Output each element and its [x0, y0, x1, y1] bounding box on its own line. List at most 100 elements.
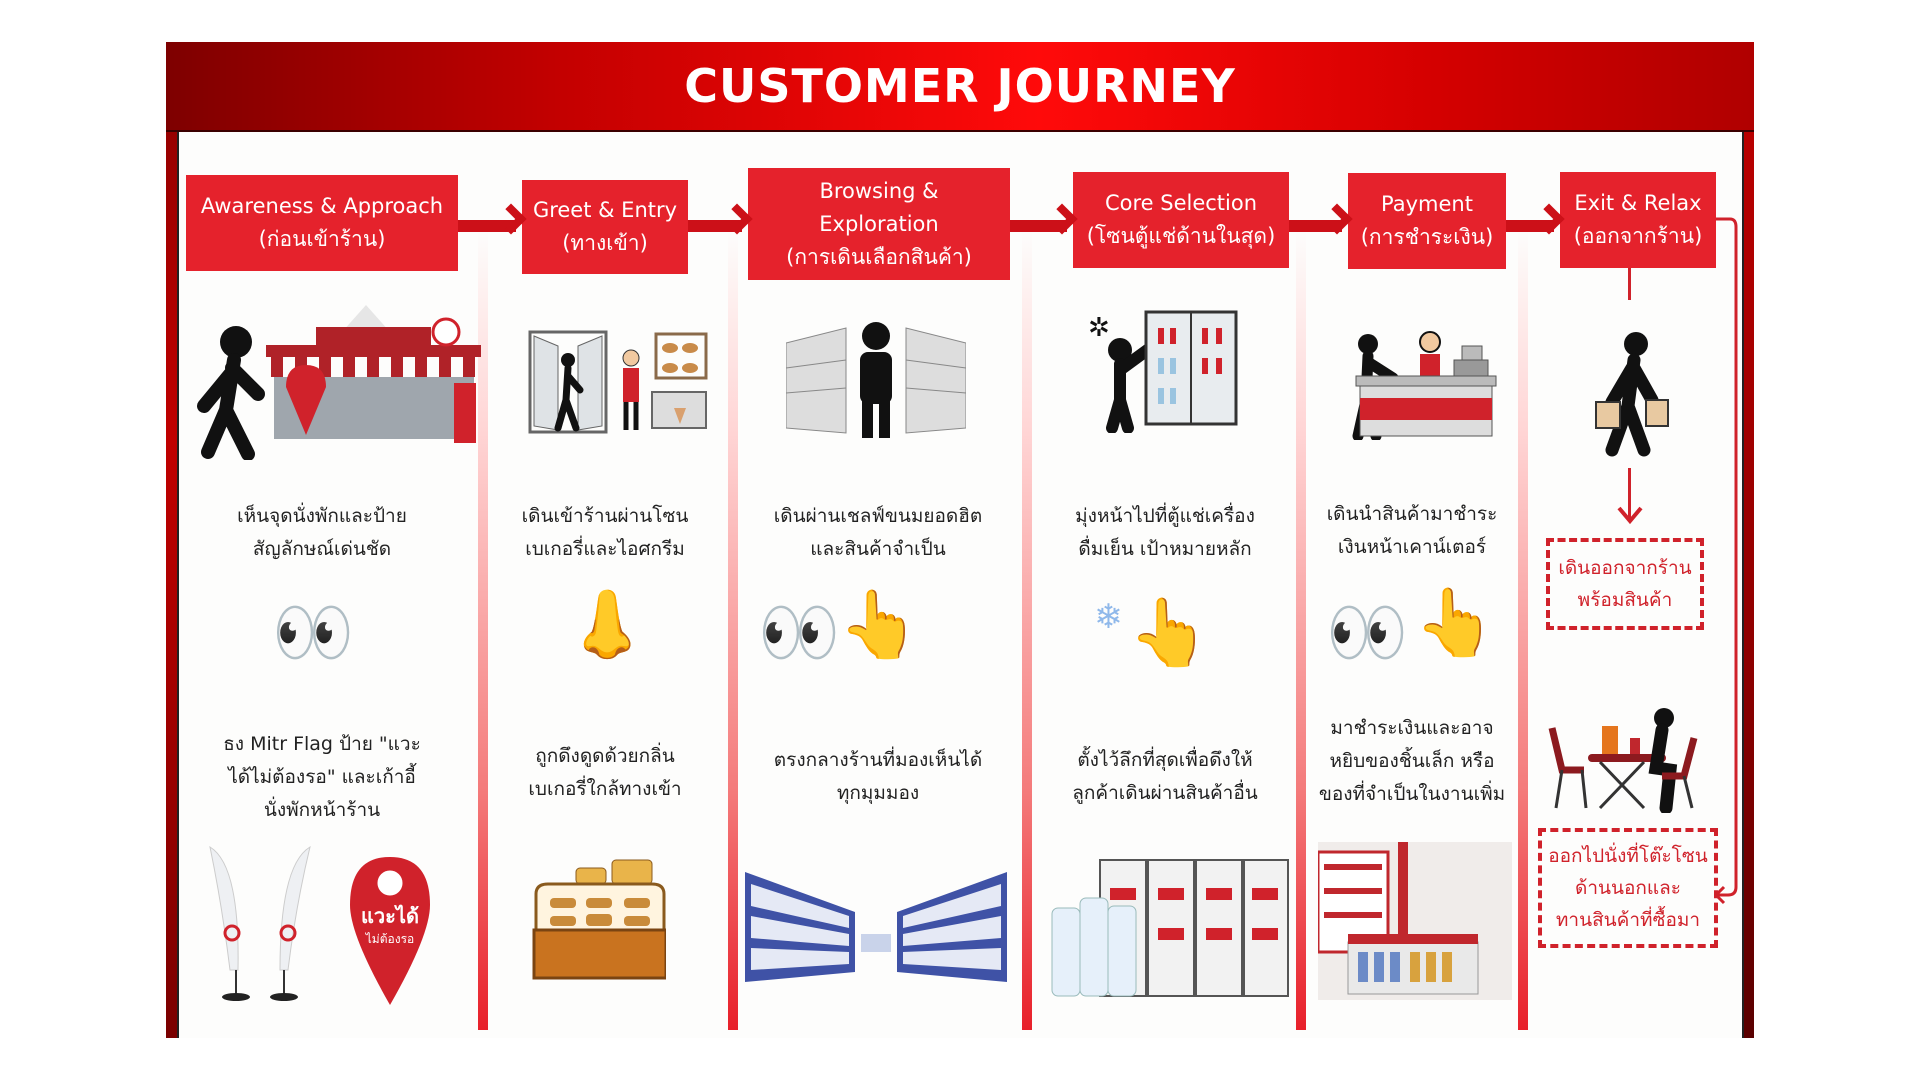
stage-awareness: Awareness & Approach (ก่อนเข้าร้าน) [186, 175, 458, 271]
detail-line: ลูกค้าเดินผ่านสินค้าอื่น [1072, 782, 1258, 804]
stage-subtitle: (การเดินเลือกสินค้า) [786, 244, 972, 269]
stage-title: Awareness & Approach [200, 194, 444, 218]
stage-subtitle: (โซนตู้แช่ด้านในสุด) [1086, 224, 1276, 248]
column-divider [478, 230, 488, 1030]
walking-person-icon [197, 326, 265, 460]
detail-line: ทุกมุมมอง [836, 782, 920, 804]
drink-fridges-image [1051, 859, 1289, 997]
stage-exit-relax: Exit & Relax (ออกจากร้าน) [1560, 172, 1716, 268]
sign-text-sub: ไม่ต้องรอ [365, 932, 414, 946]
eyes-icon: 👀 [272, 594, 355, 671]
arrow-down-icon [1617, 506, 1643, 525]
detail-line: ได้ไม่ต้องรอ" และเก้าอี้ [228, 766, 416, 788]
stage-subtitle: (ออกจากร้าน) [1573, 224, 1703, 248]
arrow-right-icon [1010, 220, 1067, 232]
arrow-right-icon [688, 220, 742, 232]
bakery-display-image [532, 859, 666, 980]
frame-right-border [1744, 42, 1754, 1038]
column-divider [1022, 230, 1032, 1030]
note-line: ออกไปนั่งที่โต๊ะโซน [1548, 845, 1708, 867]
column-divider [728, 230, 738, 1030]
note-line: ด้านนอกและ [1575, 877, 1681, 899]
detail-line: เบเกอรี่ใกล้ทางเข้า [528, 778, 682, 800]
stage-subtitle: (ทางเข้า) [562, 231, 648, 255]
stage-detail: ถูกดึงดูดด้วยกลิ่น เบเกอรี่ใกล้ทางเข้า [494, 740, 716, 806]
flags-and-sign-image: แวะได้ ไม่ต้องรอ [209, 845, 430, 1005]
stage-description: มุ่งหน้าไปที่ตู้แช่เครื่อง ดื่มเย็น เป้า… [1040, 500, 1290, 566]
loop-arrow-icon [1713, 217, 1738, 905]
svg-text:✲: ✲ [1088, 313, 1110, 343]
stage-title: Browsing & [819, 178, 939, 203]
stage-subtitle: (การชำระเงิน) [1360, 225, 1494, 249]
eyes-icon: 👀 [1326, 594, 1409, 671]
cashier-counter-image [1352, 331, 1497, 440]
stage-detail: ตรงกลางร้านที่มองเห็นได้ ทุกมุมมอง [742, 744, 1014, 810]
detail-line: ของที่จำเป็นในงานเพิ่ม [1318, 783, 1506, 805]
stage-description: เดินนำสินค้ามาชำระ เงินหน้าเคาน์เตอร์ [1312, 498, 1512, 564]
description-line: ดื่มเย็น เป้าหมายหลัก [1078, 538, 1252, 560]
detail-line: ธง Mitr Flag ป้าย "แวะ [223, 733, 421, 755]
stage-description: เดินเข้าร้านผ่านโซน เบเกอรี่และไอศกรีม [494, 500, 716, 566]
stage-title-line2: Exploration [819, 211, 939, 236]
stage-core-selection: Core Selection (โซนตู้แช่ด้านในสุด) [1073, 172, 1289, 268]
nose-icon: 👃 [566, 586, 649, 663]
description-line: เดินผ่านเชลฟ์ขนมยอดฮิต [773, 505, 983, 527]
shelves-browsing-image [786, 322, 966, 438]
description-line: และสินค้าจำเป็น [810, 538, 946, 560]
stage-title: Greet & Entry [532, 198, 678, 222]
description-line: มุ่งหน้าไปที่ตู้แช่เครื่อง [1075, 505, 1255, 527]
snowflake-icon: ❄ [1094, 597, 1123, 637]
person-with-bags-icon [1595, 332, 1669, 457]
entry-door-staff-image [528, 330, 708, 434]
description-line: สัญลักษณ์เด่นชัด [252, 538, 392, 560]
stage-greet-entry: Greet & Entry (ทางเข้า) [522, 180, 688, 274]
stage-title: Exit & Relax [1574, 191, 1702, 215]
detail-line: ถูกดึงดูดด้วยกลิ่น [535, 745, 675, 767]
detail-line: ตรงกลางร้านที่มองเห็นได้ [773, 749, 983, 771]
frame-left-inner-line [177, 130, 179, 1038]
store-counter-image [1318, 842, 1512, 1000]
touch-icon: 👆 [1128, 594, 1211, 671]
relax-note-box: ออกไปนั่งที่โต๊ะโซน ด้านนอกและ ทานสินค้า… [1538, 828, 1718, 948]
detail-line: นั่งพักหน้าร้าน [263, 799, 381, 821]
touch-icon: 👆 [838, 586, 921, 663]
outdoor-table-dining-image [1548, 708, 1698, 813]
stage-payment: Payment (การชำระเงิน) [1348, 173, 1506, 269]
note-line: พร้อมสินค้า [1577, 589, 1673, 611]
arrow-right-icon [1289, 220, 1342, 232]
frame-right-inner-line [1742, 130, 1744, 1038]
note-line: เดินออกจากร้าน [1558, 557, 1692, 579]
detail-line: ตั้งไว้ลึกที่สุดเพื่อดึงให้ [1077, 749, 1253, 771]
detail-line: มาชำระเงินและอาจ [1330, 717, 1494, 739]
connector-line [1628, 268, 1631, 300]
description-line: เงินหน้าเคาน์เตอร์ [1337, 536, 1487, 558]
stage-title: Core Selection [1104, 191, 1258, 215]
stage-subtitle: (ก่อนเข้าร้าน) [258, 227, 386, 251]
stage-detail: ตั้งไว้ลึกที่สุดเพื่อดึงให้ ลูกค้าเดินผ่… [1040, 744, 1290, 810]
connector-line [1628, 468, 1631, 518]
eyes-icon: 👀 [758, 594, 841, 671]
arrow-right-icon [458, 220, 516, 232]
stage-title: Payment [1381, 192, 1473, 216]
stage-browsing: Browsing & Exploration (การเดินเลือกสินค… [748, 168, 1010, 280]
arrow-right-icon [1506, 220, 1554, 232]
description-line: เดินเข้าร้านผ่านโซน [521, 505, 689, 527]
storefront-image [266, 305, 481, 443]
note-line: ทานสินค้าที่ซื้อมา [1555, 909, 1701, 931]
sign-text-main: แวะได้ [361, 904, 419, 928]
touch-icon: 👆 [1414, 584, 1497, 661]
stage-description: เห็นจุดนั่งพักและป้าย สัญลักษณ์เด่นชัด [192, 500, 452, 566]
stage-detail: มาชำระเงินและอาจ หยิบของชิ้นเล็ก หรือ ขอ… [1310, 712, 1514, 811]
frame-left-border [166, 42, 177, 1038]
description-line: เบเกอรี่และไอศกรีม [525, 538, 685, 560]
title-banner: CUSTOMER JOURNEY [166, 42, 1754, 132]
description-line: เห็นจุดนั่งพักและป้าย [237, 505, 407, 527]
store-aisle-image [745, 872, 1007, 982]
column-divider [1518, 230, 1528, 1030]
detail-line: หยิบของชิ้นเล็ก หรือ [1329, 750, 1495, 772]
stage-detail: ธง Mitr Flag ป้าย "แวะ ได้ไม่ต้องรอ" และ… [192, 728, 452, 827]
column-divider [1296, 230, 1306, 1030]
page-title: CUSTOMER JOURNEY [684, 59, 1236, 113]
stage-description: เดินผ่านเชลฟ์ขนมยอดฮิต และสินค้าจำเป็น [742, 500, 1014, 566]
exit-note-box: เดินออกจากร้าน พร้อมสินค้า [1546, 538, 1704, 630]
